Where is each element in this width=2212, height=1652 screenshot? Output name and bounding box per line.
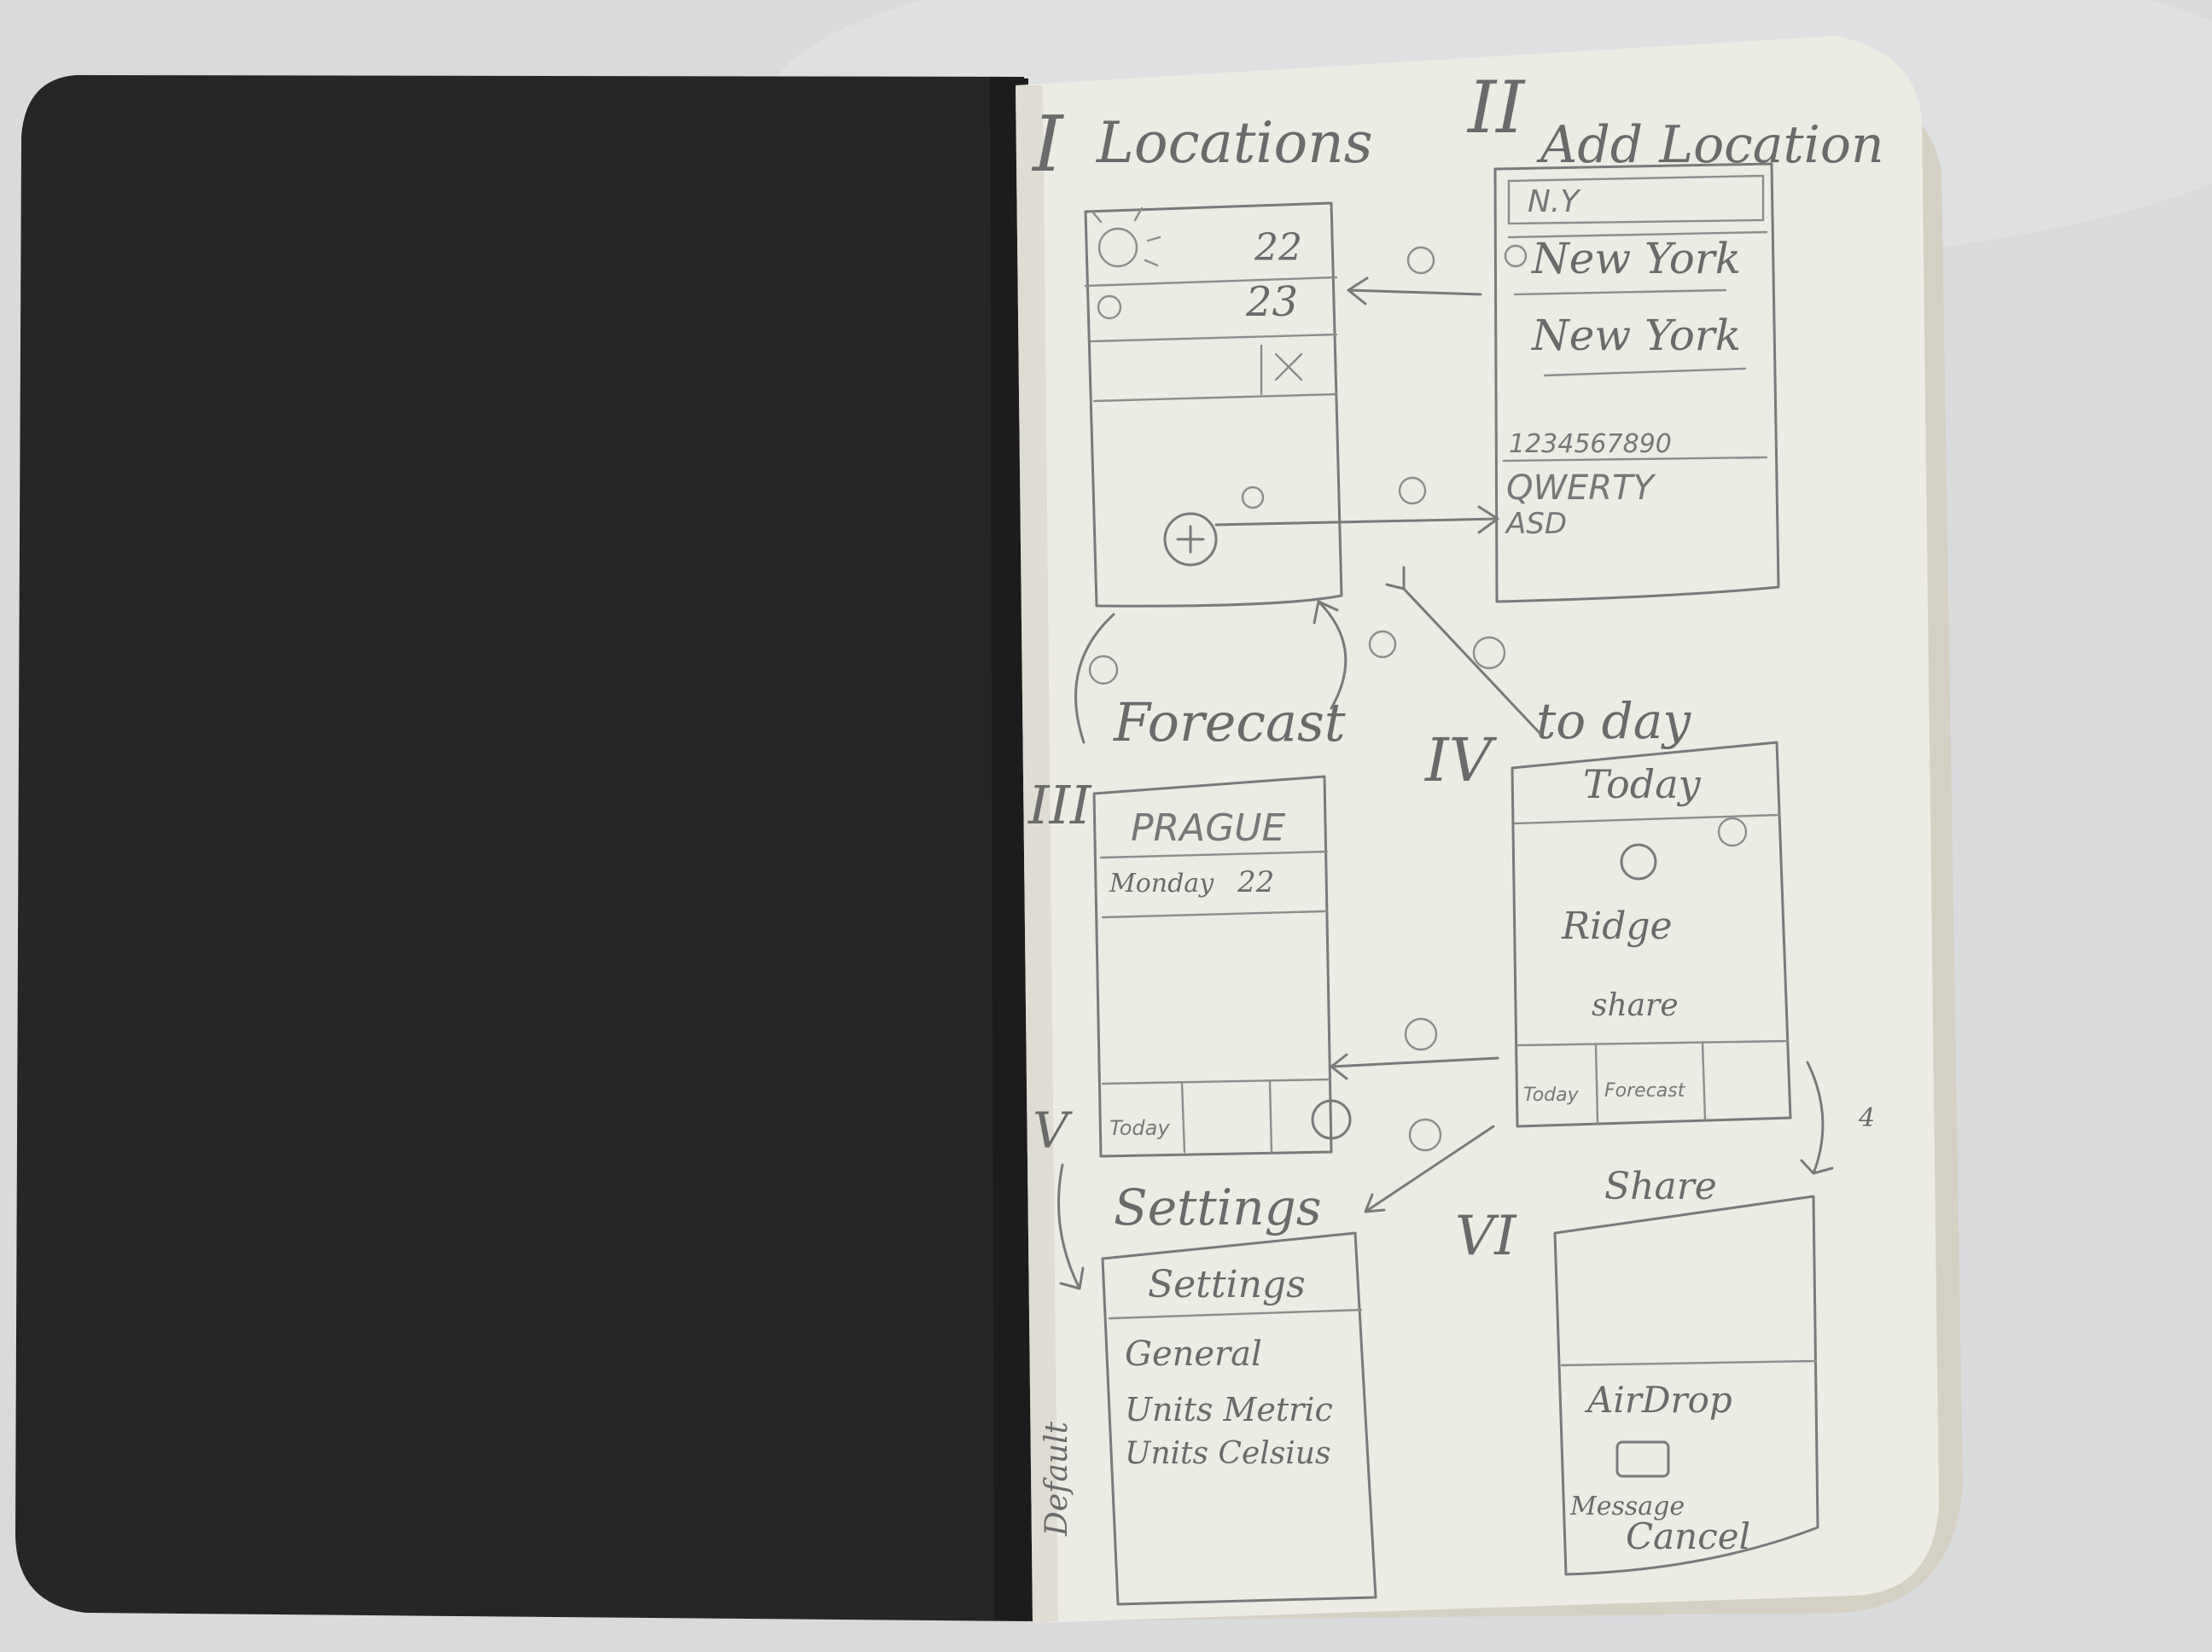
screen-ii-keyboard-row1: QWERTY xyxy=(1506,468,1657,508)
screen-iii-numeral: III xyxy=(1027,774,1092,836)
screen-v-header: Settings xyxy=(1148,1263,1306,1306)
sun-icon-today xyxy=(1620,843,1657,881)
screen-iv-tab-2: Forecast xyxy=(1604,1080,1686,1102)
screen-vi-row-1: AirDrop xyxy=(1584,1379,1732,1421)
mail-icon xyxy=(1615,1440,1670,1478)
notebook-cover xyxy=(15,75,1028,1621)
screen-v-row-1: General xyxy=(1125,1335,1262,1374)
screen-ii-search-text: N.Y xyxy=(1528,184,1581,219)
screen-i-numeral: I xyxy=(1031,100,1064,189)
screen-vi-share: VI Share AirDrop Message Cancel xyxy=(1455,1165,1819,1576)
screen-iii-row-temp: 22 xyxy=(1237,865,1274,899)
screen-i-locations: I Locations 22 23 xyxy=(1031,100,1373,608)
screen-iv-tab-1: Today xyxy=(1523,1085,1580,1106)
screen-v-settings: V Settings Settings General Units Metric… xyxy=(1033,1102,1377,1606)
screen-i-temp-1: 22 xyxy=(1254,226,1302,270)
screen-ii-keyboard-row2: ASD xyxy=(1505,507,1567,541)
screen-iv-body-1: Ridge xyxy=(1561,905,1673,948)
screen-v-row-3: Units Celsius xyxy=(1125,1436,1330,1471)
screen-ii-result-2: New York xyxy=(1531,311,1741,360)
screen-ii-keyboard-digits: 1234567890 xyxy=(1509,429,1672,459)
screen-vi-row-3: Cancel xyxy=(1626,1515,1750,1557)
screen-vi-row-2: Message xyxy=(1569,1492,1685,1521)
sun-icon xyxy=(1097,227,1138,268)
screen-iii-forecast: III Forecast PRAGUE Monday 22 Today xyxy=(1027,691,1352,1158)
screen-iii-city: PRAGUE xyxy=(1131,806,1286,850)
step-4-label: 4 xyxy=(1858,1103,1875,1133)
screen-ii-add-location: II Add Location N.Y New York New York 12… xyxy=(1466,66,1884,603)
add-location-icon xyxy=(1163,512,1218,567)
notebook-page xyxy=(1016,36,1939,1623)
screen-iii-row-day: Monday xyxy=(1109,869,1214,899)
screen-iv-numeral: IV xyxy=(1423,725,1498,795)
screen-iv-title: to day xyxy=(1536,692,1691,750)
screen-iii-tab-today: Today xyxy=(1109,1116,1170,1140)
screen-ii-numeral: II xyxy=(1466,66,1526,149)
screen-v-numeral: V xyxy=(1033,1102,1073,1160)
screen-vi-title: Share xyxy=(1604,1165,1717,1208)
search-field xyxy=(1507,174,1765,225)
screen-iii-title: Forecast xyxy=(1113,691,1346,753)
screen-v-title: Settings xyxy=(1114,1178,1321,1236)
screen-i-temp-2: 23 xyxy=(1245,278,1298,326)
screen-v-row-2: Units Metric xyxy=(1125,1391,1333,1428)
screen-iv-header: Today xyxy=(1583,761,1702,807)
screen-iv-today: IV to day Today Ridge share Today Foreca… xyxy=(1423,692,1792,1128)
screen-i-title: Locations xyxy=(1096,110,1373,176)
screen-ii-result-1: New York xyxy=(1531,234,1741,283)
screen-v-side-note: Default xyxy=(1039,1421,1074,1537)
screen-iv-body-2: share xyxy=(1592,988,1679,1023)
screen-vi-numeral: VI xyxy=(1455,1205,1517,1268)
